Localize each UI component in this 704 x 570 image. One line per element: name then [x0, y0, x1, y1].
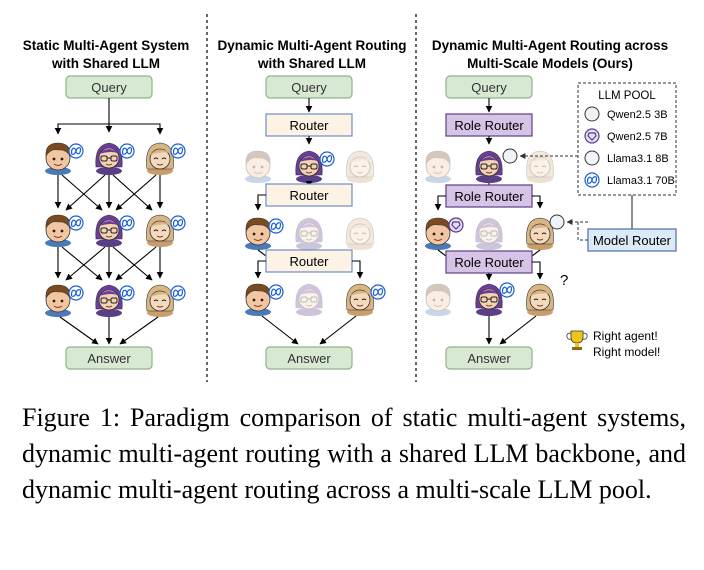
meta-icon [119, 215, 135, 231]
role-router-label: Role Router [454, 118, 524, 133]
role-router-label: Role Router [454, 255, 524, 270]
meta-icon [268, 218, 284, 234]
answer-label: Answer [467, 351, 511, 366]
panel-3-title-line2: Multi-Scale Models (Ours) [467, 56, 633, 71]
answer-label: Answer [87, 351, 131, 366]
agent-brown [244, 217, 272, 251]
figure-caption: Figure 1: Paradigm comparison of static … [22, 403, 686, 504]
meta-icon [68, 285, 84, 301]
agent-blonde [146, 142, 174, 176]
meta-icon [170, 143, 186, 159]
agent-brown [44, 142, 72, 176]
query-label: Query [471, 80, 507, 95]
trophy-text-2: Right model! [593, 345, 660, 359]
llm-pool-model: Qwen2.5 3B [607, 109, 668, 121]
meta-icon [268, 284, 284, 300]
llama-8b-icon [584, 150, 600, 166]
panel-1-title-line2: with Shared LLM [51, 56, 160, 71]
meta-icon [319, 151, 335, 167]
meta-icon [68, 143, 84, 159]
qwen-7b-icon [584, 128, 600, 144]
agent-purple [475, 150, 503, 184]
qwen-icon [448, 217, 464, 233]
trophy-text-1: Right agent! [593, 329, 658, 343]
meta-icon [119, 285, 135, 301]
agent-purple [95, 142, 123, 176]
llama-70b-icon [584, 172, 600, 188]
answer-box [265, 346, 353, 370]
meta-icon [170, 215, 186, 231]
agent-purple [95, 214, 123, 248]
question-mark: ? [560, 272, 568, 289]
panel-2-title-line2: with Shared LLM [257, 56, 366, 71]
meta-icon [370, 284, 386, 300]
answer-box [65, 346, 153, 370]
panel-2-title-line1: Dynamic Multi-Agent Routing [218, 38, 407, 53]
panel-dynamic-shared: Dynamic Multi-Agent Routing with Shared … [218, 38, 407, 370]
agent-blonde [146, 284, 174, 318]
llm-pool-model: Llama3.1 8B [607, 153, 669, 165]
panel-3-title-line1: Dynamic Multi-Agent Routing across [432, 38, 668, 53]
router-label: Router [289, 254, 329, 269]
model-slot-icon [502, 148, 518, 164]
model-router-label: Model Router [593, 233, 672, 248]
llm-pool-model: Qwen2.5 7B [607, 131, 668, 143]
agent-brown [424, 217, 452, 251]
agent-brown [44, 214, 72, 248]
meta-icon [170, 285, 186, 301]
agent-brown [244, 283, 272, 317]
panel-multi-scale: Dynamic Multi-Agent Routing across Multi… [424, 38, 677, 370]
qwen-3b-icon [584, 106, 600, 122]
agent-blonde [346, 283, 374, 317]
query-label: Query [291, 80, 327, 95]
meta-icon [68, 215, 84, 231]
query-label: Query [91, 80, 127, 95]
llm-pool-model: Llama3.1 70B [607, 175, 675, 187]
model-slot-icon [549, 214, 565, 230]
answer-box [445, 346, 533, 370]
agent-purple [295, 150, 323, 184]
agent-purple [475, 283, 503, 317]
router-label: Router [289, 118, 329, 133]
router-label: Router [289, 188, 329, 203]
agent-blonde [526, 217, 554, 251]
agent-blonde [146, 214, 174, 248]
meta-icon [119, 143, 135, 159]
agent-brown [44, 284, 72, 318]
agent-blonde [526, 283, 554, 317]
panel-1-title-line1: Static Multi-Agent System [23, 38, 190, 53]
meta-icon [499, 282, 515, 298]
trophy-icon [566, 330, 588, 350]
agent-purple [95, 284, 123, 318]
panel-static: Static Multi-Agent System with Shared LL… [23, 38, 190, 370]
llm-pool-title: LLM POOL [598, 90, 656, 102]
role-router-label: Role Router [454, 189, 524, 204]
paradigm-figure: Static Multi-Agent System with Shared LL… [23, 14, 677, 382]
answer-label: Answer [287, 351, 331, 366]
